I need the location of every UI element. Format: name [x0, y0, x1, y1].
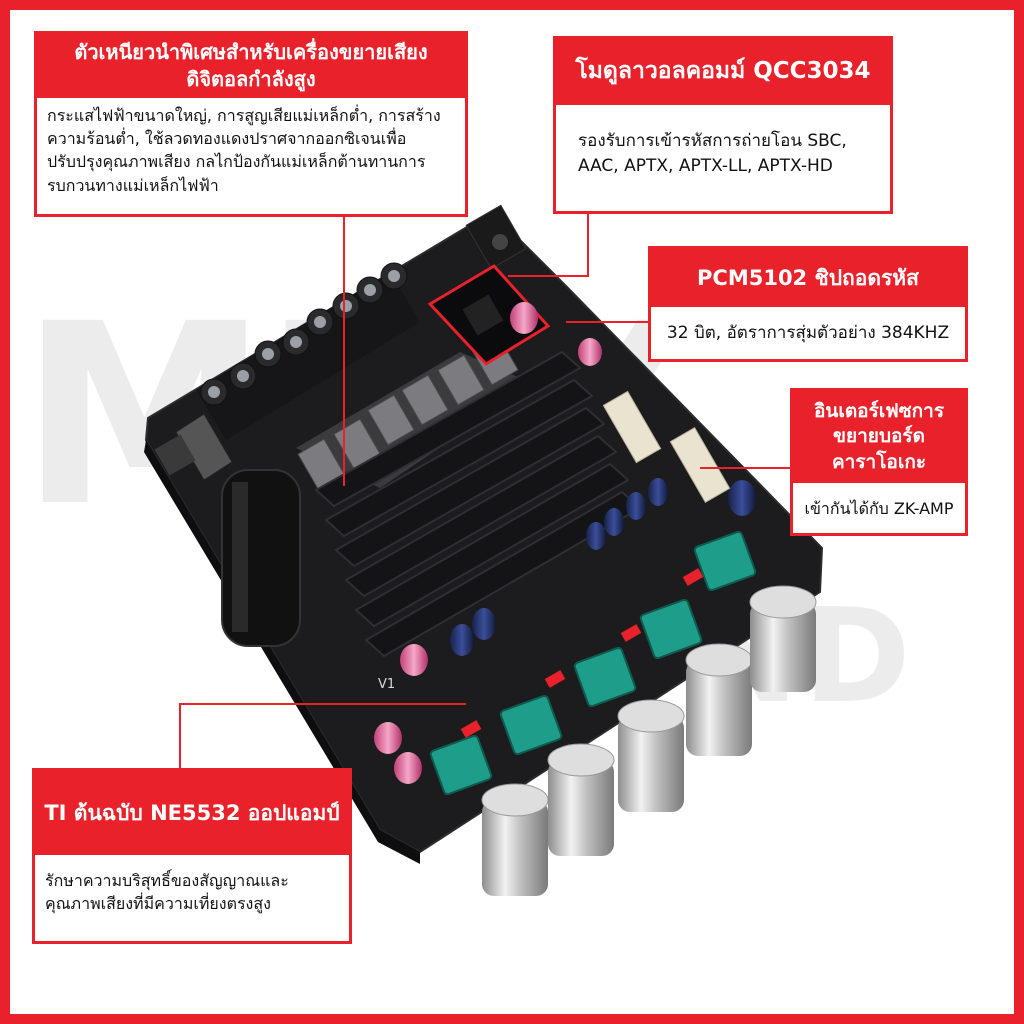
board-version-label: V1	[378, 677, 395, 692]
callout-bluetooth-title: โมดูลาวอลคอมม์ QCC3034	[556, 39, 890, 105]
aux-jack	[465, 204, 527, 270]
jumpers	[460, 568, 704, 738]
pink-capacitors	[374, 302, 602, 784]
callout-opamp-title: TI ต้นฉบับ NE5532 ออปแอมป์	[35, 771, 349, 855]
callout-bluetooth-body: รองรับการเข้ารหัสการถ่ายโอน SBC, AAC, AP…	[578, 131, 847, 176]
frame-right	[1014, 0, 1024, 1024]
potentiometers	[429, 530, 757, 796]
callout-opamp: TI ต้นฉบับ NE5532 ออปแอมป์ รักษาความบริส…	[32, 768, 352, 944]
callout-decoder-chip: PCM5102 ชิปถอดรหัส 32 บิต, อัตราการสุ่มต…	[648, 246, 968, 362]
callout-inductor-body: กระแสไฟฟ้าขนาดใหญ่, การสูญเสียแม่เหล็กต่…	[47, 106, 441, 195]
knobs	[481, 585, 817, 896]
leader-opamp	[179, 703, 466, 768]
callout-decoder-title: PCM5102 ชิปถอดรหัส	[651, 249, 965, 307]
blue-capacitors	[450, 478, 756, 656]
callout-karaoke-interface: อินเตอร์เฟซการขยายบอร์ดคาราโอเกะ เข้ากัน…	[790, 388, 968, 536]
speaker-terminals	[196, 262, 420, 440]
bluetooth-module	[427, 264, 551, 366]
karaoke-header	[602, 390, 731, 503]
power-jack	[154, 413, 233, 481]
callout-opamp-body: รักษาความบริสุทธิ์ของสัญญาณและคุณภาพเสีย…	[45, 871, 289, 914]
callout-karaoke-title: อินเตอร์เฟซการขยายบอร์ดคาราโอเกะ	[793, 391, 965, 483]
inductors	[296, 334, 534, 490]
callout-karaoke-body: เข้ากันได้กับ ZK-AMP	[804, 499, 954, 518]
heatsink	[314, 350, 642, 658]
frame-left	[0, 0, 10, 1024]
callout-inductor: ตัวเหนียวนำพิเศษสำหรับเครื่องขยายเสียงดิ…	[34, 31, 468, 217]
filter-capacitor	[221, 469, 301, 647]
frame-bottom	[0, 1014, 1024, 1024]
callout-bluetooth-module: โมดูลาวอลคอมม์ QCC3034 รองรับการเข้ารหัส…	[553, 36, 893, 214]
callout-decoder-body: 32 บิต, อัตราการสุ่มตัวอย่าง 384KHZ	[666, 323, 950, 343]
leader-bluetooth	[508, 214, 589, 277]
frame-top	[0, 0, 1024, 10]
callout-inductor-title: ตัวเหนียวนำพิเศษสำหรับเครื่องขยายเสียงดิ…	[37, 34, 465, 98]
